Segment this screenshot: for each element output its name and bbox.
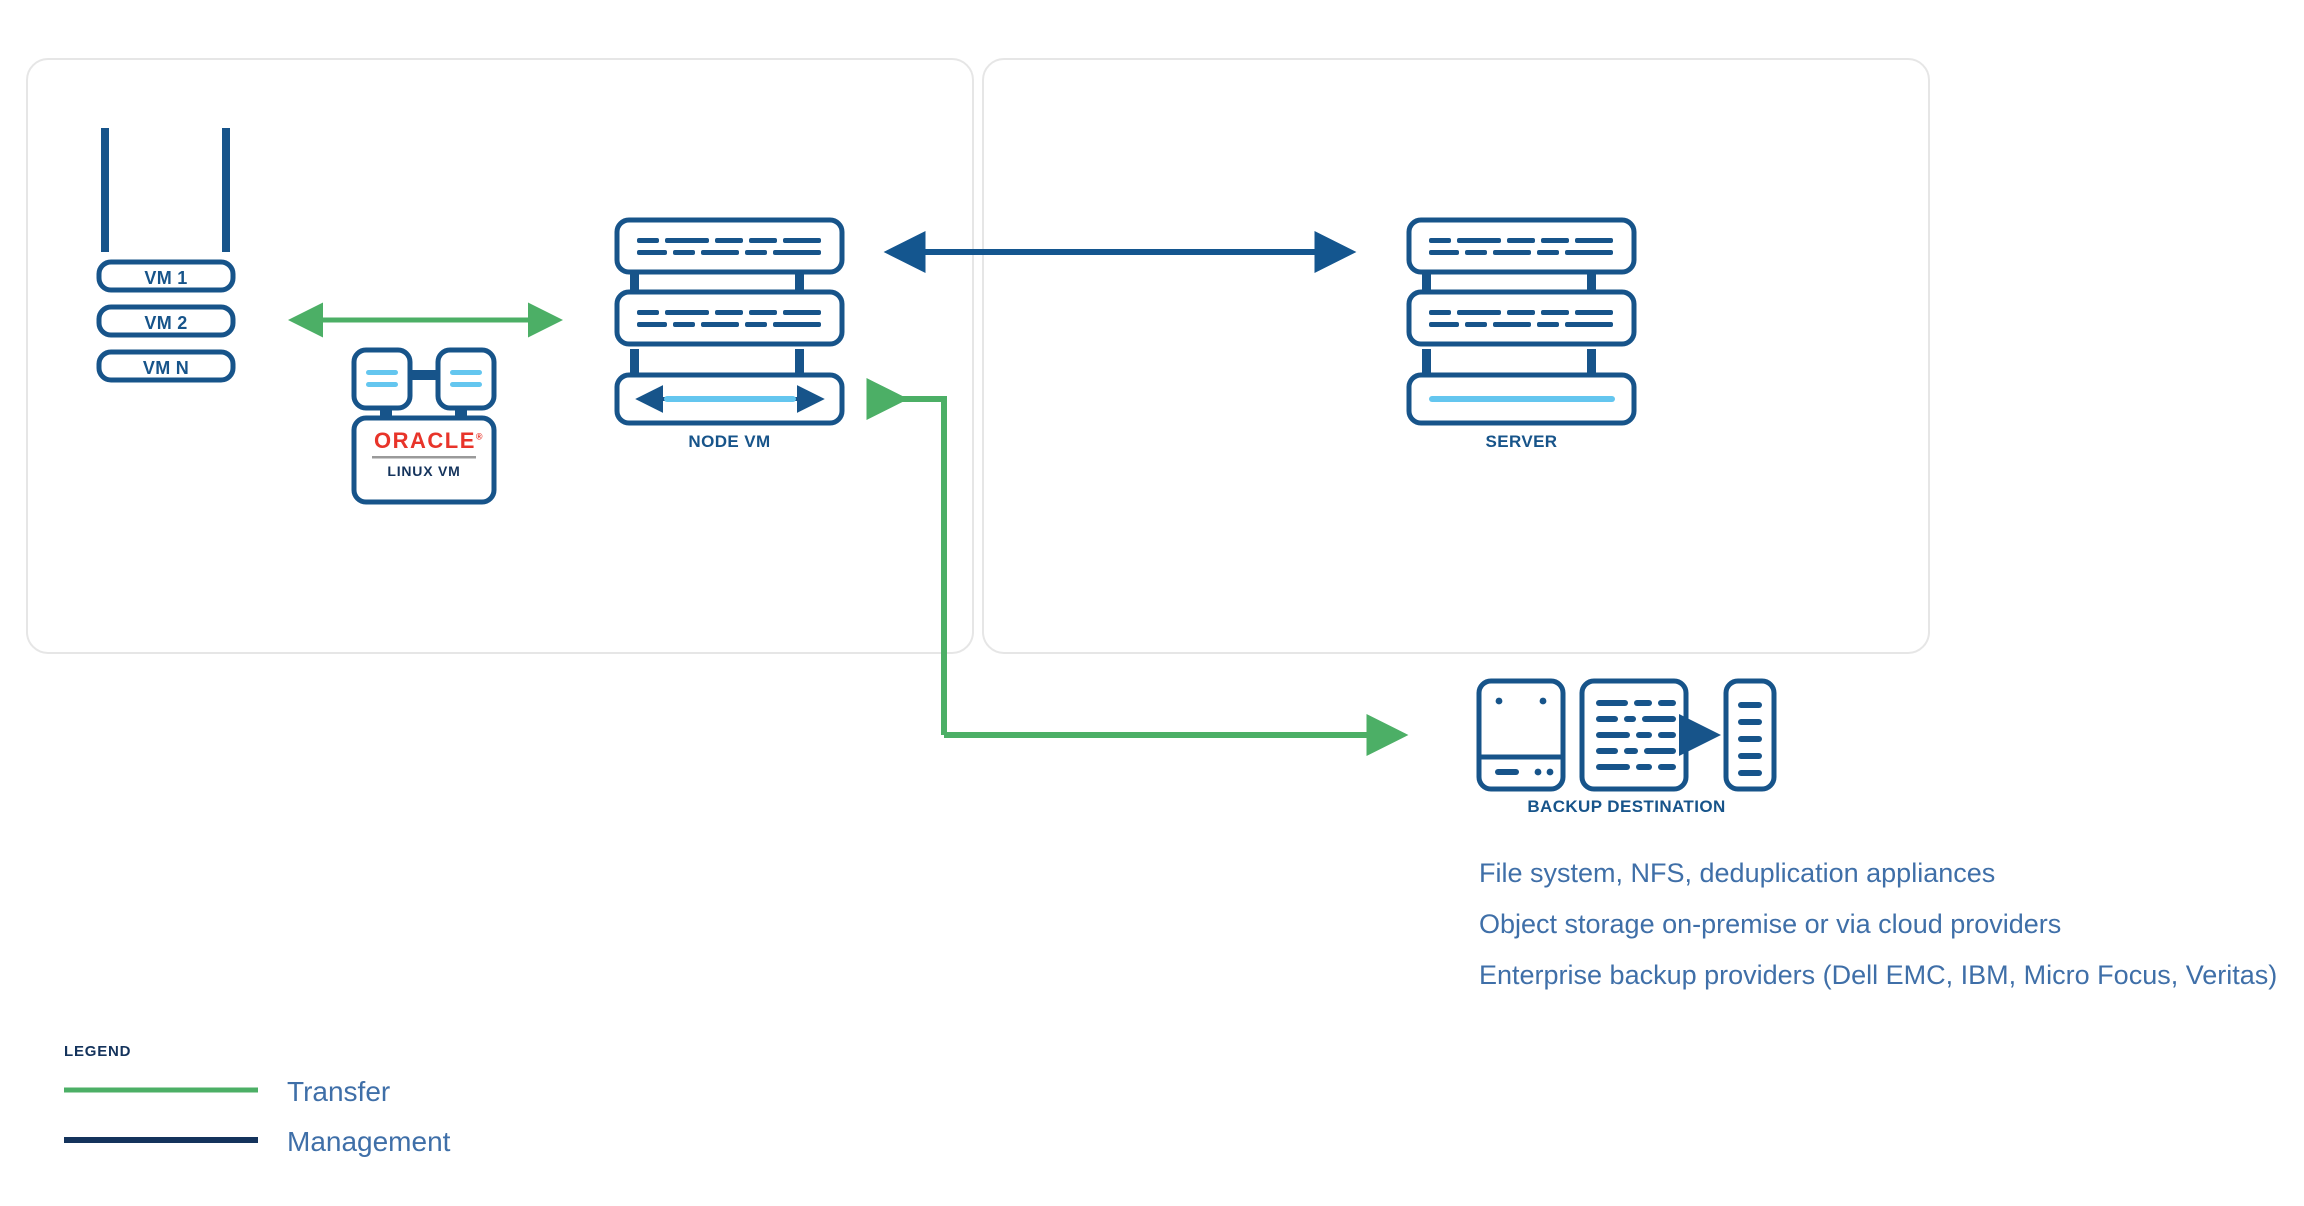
node-vm-caption: NODE VM	[688, 432, 771, 451]
vm-stack-item-1-label: VM 1	[144, 268, 188, 288]
backup-destination-caption: BACKUP DESTINATION	[1527, 797, 1726, 816]
oracle-trademark: ®	[475, 431, 483, 442]
legend-title: LEGEND	[64, 1043, 132, 1060]
legend-item-transfer-label: Transfer	[287, 1076, 391, 1107]
backup-destination-graphic	[1476, 678, 1777, 792]
backup-note-3: Enterprise backup providers (Dell EMC, I…	[1479, 960, 2278, 990]
oracle-brand-text: ORACLE®	[374, 428, 483, 454]
server-environment-panel	[982, 58, 1930, 654]
vm-stack-item-3-label: VM N	[142, 358, 190, 378]
vm-stack-item-2-label: VM 2	[144, 313, 188, 333]
oracle-linux-vm-graphic	[351, 347, 497, 505]
oracle-wordmark: ORACLE	[374, 428, 476, 453]
oracle-linux-vm-caption: LINUX VM	[387, 463, 461, 479]
legend-swatches	[64, 1087, 258, 1143]
vm-stack-graphic	[96, 128, 236, 383]
backup-note-1: File system, NFS, deduplication applianc…	[1479, 858, 1996, 888]
server-caption: SERVER	[1485, 432, 1558, 451]
legend-item-management-label: Management	[287, 1126, 451, 1157]
transfer-arrow-nodevm-backup	[866, 378, 1409, 756]
node-vm-graphic	[614, 217, 845, 426]
backup-note-2: Object storage on-premise or via cloud p…	[1479, 909, 2062, 939]
server-graphic	[1406, 217, 1637, 426]
